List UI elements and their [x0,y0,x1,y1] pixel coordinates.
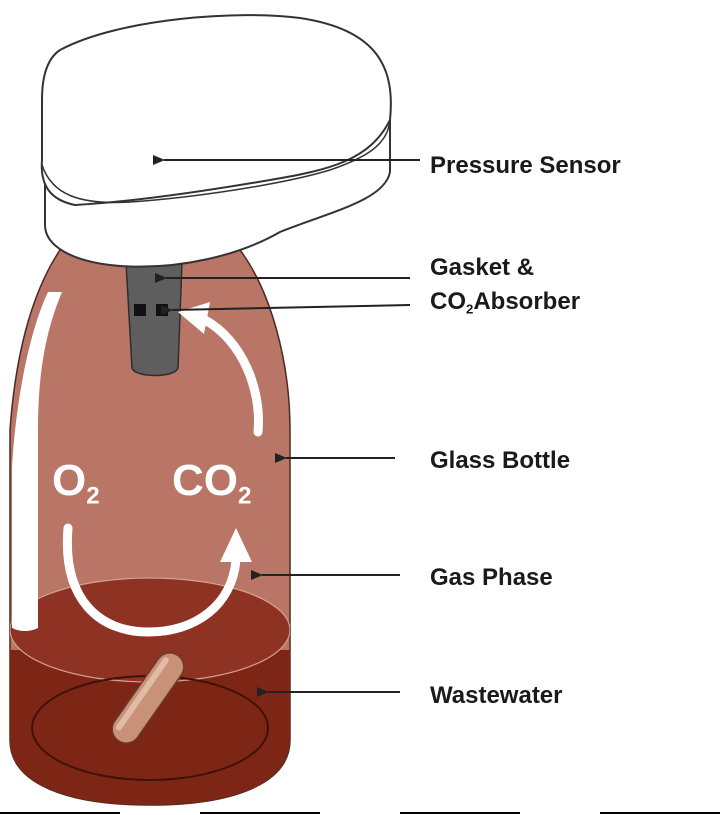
stir-bar [111,652,185,744]
label-pressure-sensor: Pressure Sensor [430,152,621,179]
label-gasket: Gasket & [430,254,535,281]
absorber-pellet [134,304,146,316]
pressure-sensor-cap [40,14,392,268]
glass-highlight [12,292,62,631]
label-gas-phase: Gas Phase [430,564,553,591]
label-co2-absorber: CO2Absorber [430,286,580,326]
co2-label: CO2 [172,456,251,521]
label-glass-bottle: Glass Bottle [430,447,571,474]
pointer-co2-absorber [160,304,411,316]
o2-base: O [52,456,87,505]
o2-to-co2-curve-arrow [62,523,241,637]
curve-arrowhead [220,528,252,562]
co2-base: CO [172,456,238,505]
label-wastewater: Wastewater [430,682,563,709]
label-pointers [153,155,420,697]
co2-subscript: 2 [238,482,252,510]
o2-subscript: 2 [86,482,100,510]
co2-absorber-suffix: Absorber [473,288,581,315]
co2-absorber-subscript: 2 [466,301,474,317]
co2-absorber-prefix: CO [430,288,466,315]
absorber-pellet [156,304,168,316]
o2-label: O2 [52,456,100,521]
gas-flow-arrows [62,315,263,637]
co2-to-absorber-arrow [200,315,263,437]
co2-absorber [125,261,183,377]
